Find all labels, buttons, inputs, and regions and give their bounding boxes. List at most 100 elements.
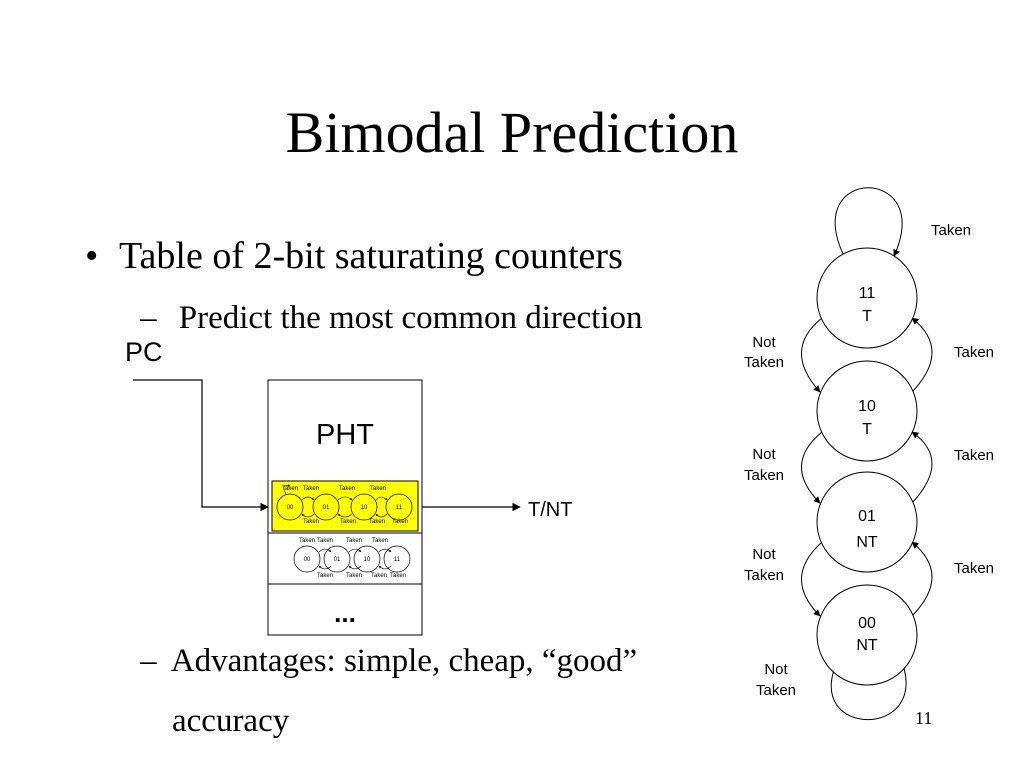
pht-ellipsis: ... [334, 598, 356, 628]
mini-transition [318, 565, 332, 570]
mini-state-label: 10 [364, 557, 371, 563]
not-taken-label: Taken [756, 682, 796, 699]
state-11 [816, 247, 918, 349]
state-10 [816, 360, 918, 462]
fsm-diagram: 11 T 10 T 01 NT 00 NT Taken Taken Taken … [744, 187, 994, 721]
sub-bullet-1: – Predict the most common direction [140, 298, 643, 338]
sub-bullet-1-marker: – [140, 300, 157, 336]
mini-state-10 [350, 493, 378, 521]
mini-taken-label: Taken [372, 538, 388, 544]
mini-taken-label: Taken [317, 538, 333, 544]
mini-taken-label: Taken [370, 486, 386, 492]
not-taken-label: Taken [744, 354, 784, 371]
sub-bullet-1-text: Predict the most common direction [178, 300, 643, 336]
mini-taken-label: Taken [346, 538, 362, 544]
taken-label: Taken [954, 560, 994, 577]
pht-selected-entry [271, 480, 419, 532]
sub-bullet-2-line1: Advantages: simple, cheap, “good” [170, 643, 638, 679]
mini-state-11 [383, 545, 411, 573]
state-00 [816, 584, 918, 686]
mini-not-taken-label: Taken [340, 519, 356, 525]
mini-transition [375, 513, 388, 518]
mini-state-label: 10 [361, 505, 368, 511]
state-code: 11 [859, 285, 876, 302]
state-prediction: T [862, 308, 872, 325]
not-taken-label: Taken [744, 467, 784, 484]
mini-not-taken-label: Taken [346, 573, 362, 579]
mini-state-10 [353, 545, 381, 573]
not-taken-label: Not [752, 546, 776, 563]
pc-label: PC [125, 337, 163, 367]
not-taken-label: Not [764, 661, 788, 678]
transition-not-taken [801, 431, 823, 504]
mini-state-label: 00 [304, 557, 311, 563]
mini-state-label: 01 [334, 557, 341, 563]
state-01 [816, 471, 918, 573]
mini-state-00 [293, 545, 321, 573]
mini-transition [301, 496, 315, 501]
mini-state-label: 11 [394, 557, 401, 563]
self-loop-not-taken [830, 656, 907, 721]
mini-transition [375, 496, 388, 501]
not-taken-label: Not [752, 446, 776, 463]
mini-not-taken-label: Taken [390, 573, 406, 579]
bullet-main-text: Table of 2-bit saturating counters [119, 235, 623, 277]
transition-not-taken [801, 541, 823, 617]
mini-state-01 [323, 545, 351, 573]
mini-transition [337, 513, 353, 518]
state-code: 00 [858, 615, 876, 632]
mini-taken-label: Taken [282, 486, 298, 492]
self-loop-taken [834, 187, 903, 257]
transition-taken [911, 317, 933, 393]
not-taken-label: Not [752, 334, 776, 351]
mini-state-00 [276, 493, 304, 521]
mini-transition [318, 548, 332, 553]
taken-label: Taken [931, 222, 971, 239]
slide-title: Bimodal Prediction [285, 100, 739, 165]
not-taken-label: Taken [744, 567, 784, 584]
mini-not-taken-label: Taken [369, 519, 385, 525]
output-label: T/NT [528, 499, 572, 521]
mini-transition [378, 565, 392, 570]
mini-transition [348, 565, 362, 570]
transition-not-taken [801, 317, 823, 393]
sub-bullet-2: – Advantages: simple, cheap, “good” [140, 641, 637, 681]
mini-transition [337, 496, 353, 501]
state-code: 10 [858, 398, 876, 415]
mini-not-taken-label: Taken [392, 519, 408, 525]
mini-state-label: 01 [323, 505, 330, 511]
transition-taken [911, 431, 933, 504]
state-prediction: NT [856, 637, 878, 654]
transition-taken [911, 541, 933, 617]
mini-state-01 [312, 493, 340, 521]
state-code: 01 [858, 508, 876, 525]
mini-taken-label: Taken [303, 486, 319, 492]
mini-taken-label: Taken [299, 538, 315, 544]
pht-entry-fsm-1: 00 01 10 11 Taken Taken Taken Taken Take… [276, 484, 413, 525]
state-prediction: NT [856, 534, 878, 551]
bullet-main: • Table of 2-bit saturating counters [85, 232, 623, 280]
page-number: 11 [915, 708, 933, 728]
mini-not-taken-label: Taken [303, 519, 319, 525]
bullet-marker: • [85, 235, 99, 277]
sub-bullet-2-marker: – [140, 643, 157, 679]
mini-not-taken-label: Taken [317, 573, 333, 579]
state-prediction: T [862, 421, 872, 438]
mini-not-taken-label: Taken [371, 573, 387, 579]
mini-state-11 [385, 493, 413, 521]
mini-transition [301, 513, 315, 518]
sub-bullet-2-line2: accuracy [172, 703, 290, 739]
pht-label: PHT [316, 419, 374, 451]
mini-taken-label: Taken [339, 486, 355, 492]
taken-label: Taken [954, 447, 994, 464]
taken-label: Taken [954, 344, 994, 361]
pc-index-arrow [133, 379, 269, 512]
mini-transition [283, 484, 291, 495]
mini-transition [378, 548, 392, 553]
mini-state-label: 00 [287, 505, 294, 511]
mini-transition [348, 548, 362, 553]
pht-entry-fsm-2: 00 01 10 11 Taken Taken Taken Taken Take… [293, 538, 411, 579]
pht-diagram: PC PHT 00 01 10 11 Taken Taken Taken Tak… [125, 337, 572, 636]
mini-state-label: 11 [396, 505, 403, 511]
